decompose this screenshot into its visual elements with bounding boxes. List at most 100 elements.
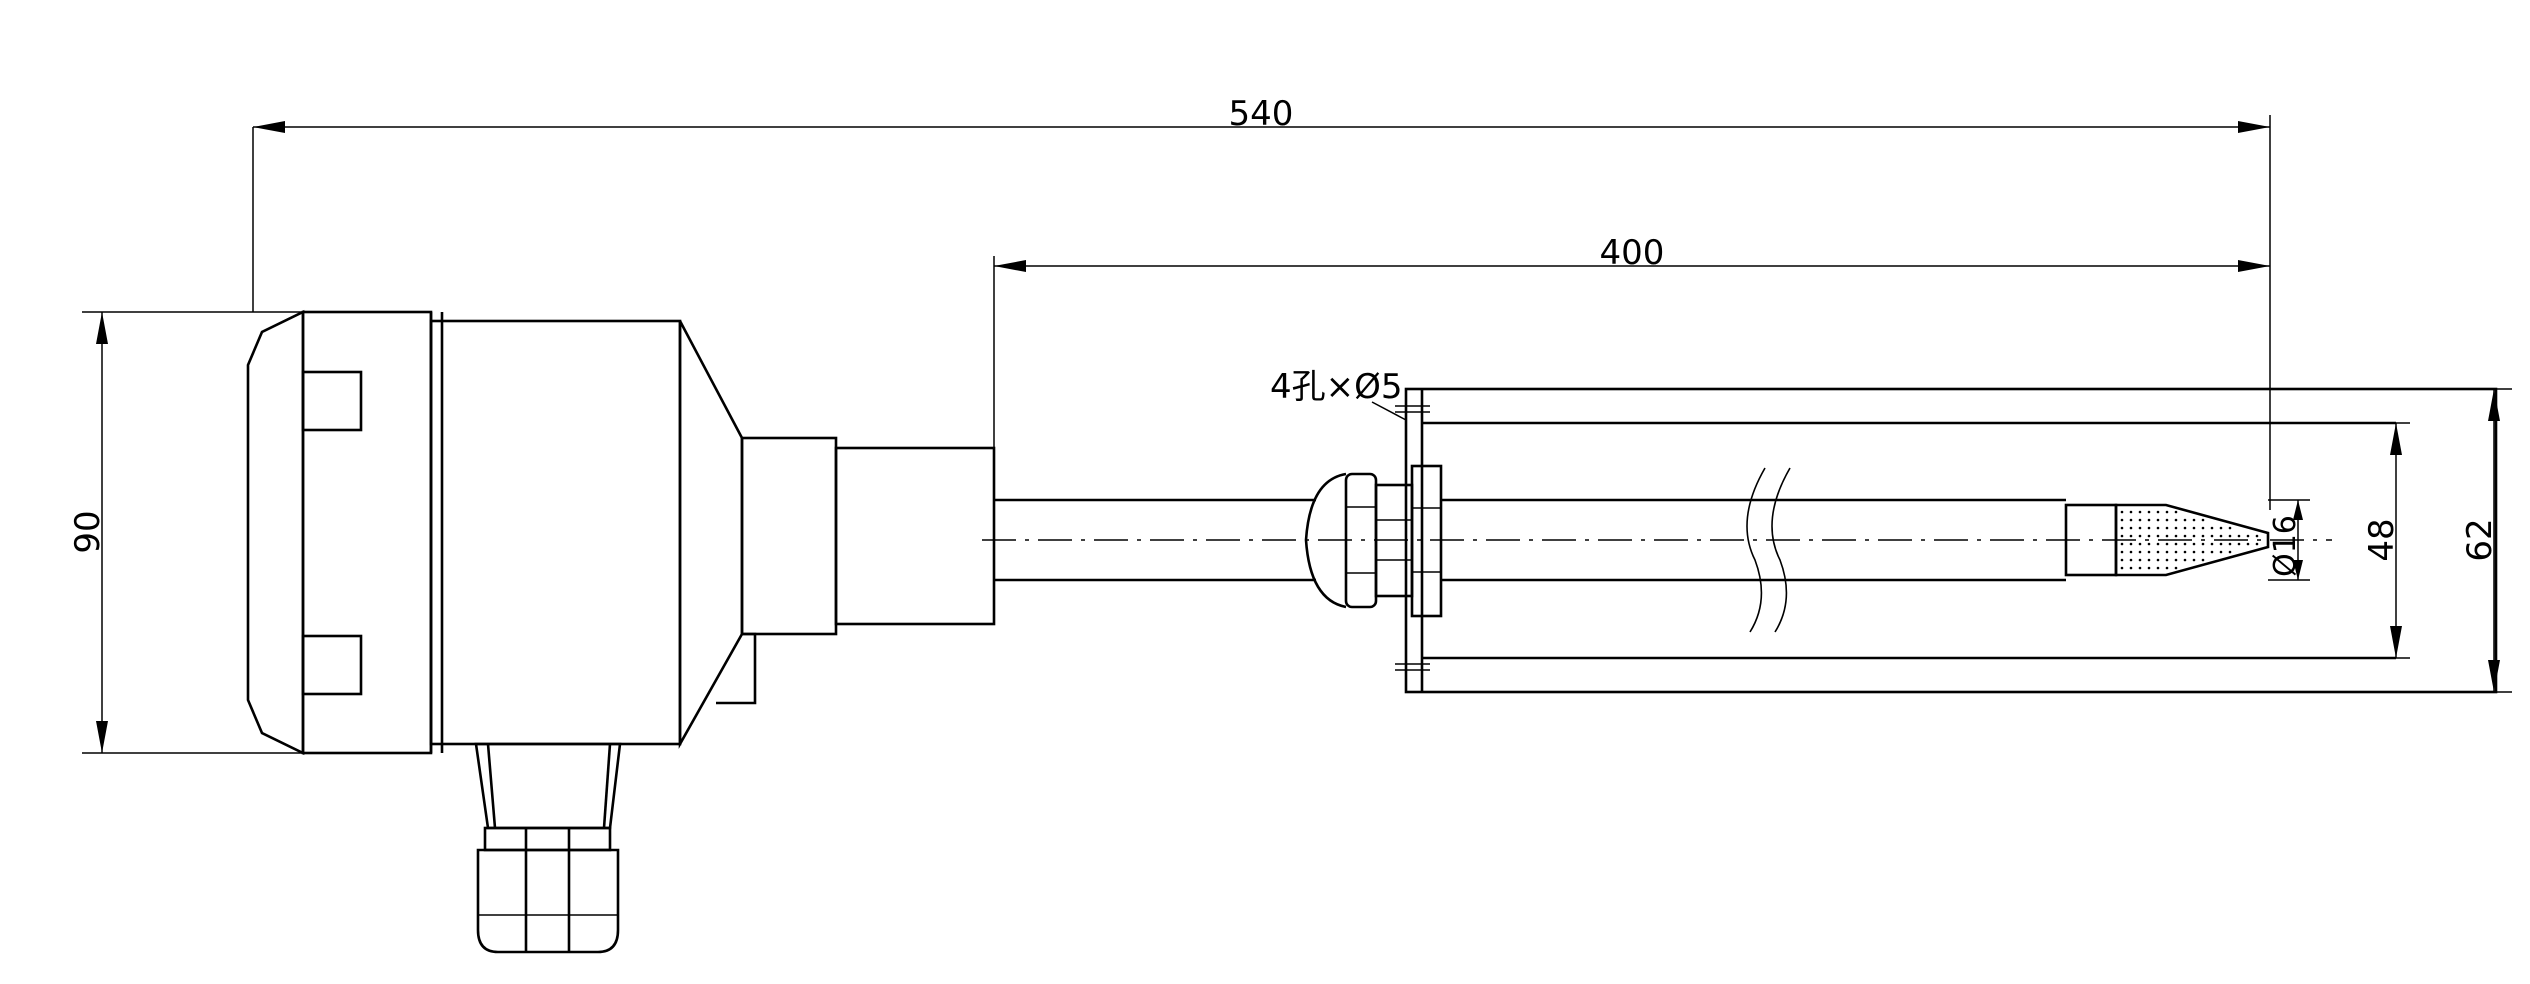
- dim-label-540: 540: [1229, 94, 1294, 134]
- filter-dot: [2237, 534, 2241, 538]
- filter-dot: [2183, 550, 2187, 554]
- filter-dot: [2228, 526, 2232, 530]
- filter-dot: [2246, 542, 2250, 546]
- cover-latch-top: [301, 370, 363, 432]
- filter-dot: [2210, 550, 2214, 554]
- filter-dot: [2255, 534, 2259, 538]
- filter-dot: [2192, 542, 2196, 546]
- filter-dot: [2228, 550, 2232, 554]
- filter-dot: [2174, 510, 2178, 514]
- filter-dot: [2165, 566, 2169, 570]
- filter-dot: [2219, 534, 2223, 538]
- dimension-540: 540: [252, 94, 2271, 510]
- filter-dot: [2228, 534, 2232, 538]
- housing-body: [429, 319, 682, 746]
- filter-dot: [2192, 558, 2196, 562]
- filter-dot: [2129, 566, 2133, 570]
- filter-dot: [2165, 542, 2169, 546]
- filter-dot: [2219, 526, 2223, 530]
- filter-dot: [2156, 526, 2160, 530]
- filter-dot: [2174, 526, 2178, 530]
- filter-dot: [2147, 510, 2151, 514]
- hole-callout: 4孔×Ø5: [1270, 367, 1407, 421]
- filter-dot: [2165, 558, 2169, 562]
- dim-label-400: 400: [1600, 233, 1665, 273]
- filter-dot: [2165, 534, 2169, 538]
- filter-dot: [2165, 550, 2169, 554]
- filter-dot: [2174, 534, 2178, 538]
- filter-dot: [2138, 510, 2142, 514]
- filter-dot: [2237, 542, 2241, 546]
- filter-dot: [2138, 518, 2142, 522]
- filter-dot: [2120, 518, 2124, 522]
- filter-dot: [2156, 566, 2160, 570]
- filter-dot: [2174, 558, 2178, 562]
- dimension-d16: Ø16: [2268, 499, 2310, 581]
- housing: [246, 309, 996, 756]
- probe-shaft: [994, 498, 2066, 582]
- cover-latch-bottom: [301, 634, 363, 696]
- filter-dot: [2183, 542, 2187, 546]
- filter-dot: [2192, 518, 2196, 522]
- housing-cover: [246, 309, 305, 756]
- filter-dot: [2165, 526, 2169, 530]
- break-lines: [1746, 467, 1791, 633]
- filter-dot: [2201, 534, 2205, 538]
- filter-dot: [2147, 542, 2151, 546]
- filter-dot: [2156, 534, 2160, 538]
- filter-dot: [2120, 566, 2124, 570]
- filter-dot: [2156, 558, 2160, 562]
- filter-dot: [2174, 566, 2178, 570]
- filter-dot: [2174, 550, 2178, 554]
- filter-dot: [2138, 542, 2142, 546]
- dimension-48: 48: [2362, 422, 2410, 659]
- filter-dot: [2120, 550, 2124, 554]
- filter-dot: [2210, 526, 2214, 530]
- filter-dot: [2120, 542, 2124, 546]
- cable-gland-bottom: [474, 742, 622, 954]
- filter-dot: [2120, 558, 2124, 562]
- filter-dot: [2210, 534, 2214, 538]
- filter-dot: [2183, 558, 2187, 562]
- filter-dot: [2138, 566, 2142, 570]
- filter-dot: [2129, 542, 2133, 546]
- filter-dot: [2183, 518, 2187, 522]
- filter-dot: [2246, 534, 2250, 538]
- filter-dot: [2147, 566, 2151, 570]
- dim-label-90: 90: [68, 510, 108, 553]
- filter-dot: [2228, 542, 2232, 546]
- filter-dot: [2192, 550, 2196, 554]
- filter-dot: [2210, 542, 2214, 546]
- filter-dot: [2201, 550, 2205, 554]
- filter-dot: [2129, 550, 2133, 554]
- filter-dot: [2156, 550, 2160, 554]
- filter-dot: [2165, 510, 2169, 514]
- filter-dot: [2174, 518, 2178, 522]
- filter-dot: [2165, 518, 2169, 522]
- dimension-400: 400: [993, 233, 2270, 448]
- filter-dot: [2138, 558, 2142, 562]
- filter-dot: [2147, 558, 2151, 562]
- sensor-filter-dots: [2120, 510, 2259, 570]
- filter-dot: [2192, 534, 2196, 538]
- mounting-plate: [1395, 387, 2498, 694]
- housing-taper: [678, 320, 744, 749]
- filter-dot: [2147, 550, 2151, 554]
- filter-dot: [2120, 534, 2124, 538]
- dim-label-48: 48: [2362, 518, 2402, 561]
- filter-dot: [2156, 542, 2160, 546]
- filter-dot: [2219, 542, 2223, 546]
- filter-dot: [2129, 518, 2133, 522]
- filter-dot: [2129, 526, 2133, 530]
- filter-dot: [2120, 526, 2124, 530]
- filter-dot: [2183, 526, 2187, 530]
- filter-dot: [2129, 510, 2133, 514]
- filter-dot: [2147, 534, 2151, 538]
- filter-dot: [2192, 526, 2196, 530]
- filter-dot: [2156, 510, 2160, 514]
- dimension-62: 62: [2460, 388, 2512, 693]
- filter-dot: [2138, 526, 2142, 530]
- filter-dot: [2156, 518, 2160, 522]
- filter-dot: [2201, 526, 2205, 530]
- housing-neck: [740, 436, 838, 636]
